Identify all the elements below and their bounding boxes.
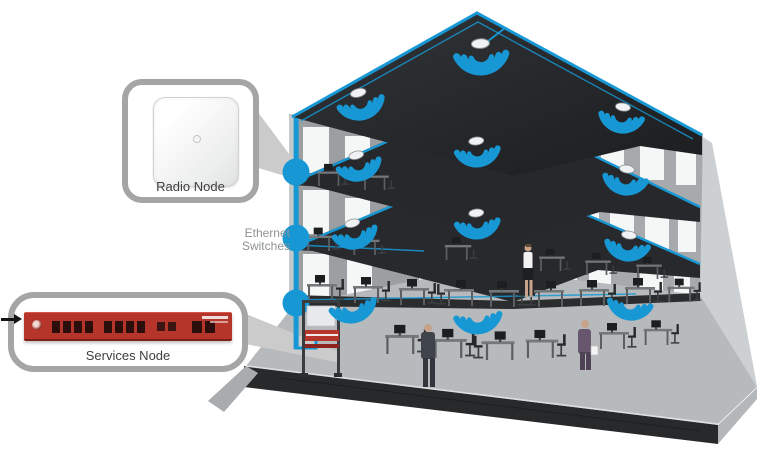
radio-node-callout: Radio Node [122,79,259,203]
brand-mark [202,316,228,319]
services-node-device [24,312,232,341]
ethernet-switches-label-line2: Switches [241,239,290,253]
uplink-ports-icon [192,321,216,333]
ethernet-switches-label: Ethernet Switches [178,227,290,253]
person-second-floor [522,244,534,297]
roof-slab [292,12,702,176]
brand-mark [210,321,228,323]
ethernet-switches-label-line1: Ethernet [244,226,290,240]
services-node-connector-wedge [246,314,340,363]
radio-node-logo-icon [193,134,201,143]
person-ground-floor-right [578,320,599,370]
ethernet-ports-icon [52,321,96,333]
services-node-label: Services Node [85,348,171,363]
ethernet-ports-icon [104,321,148,333]
ethernet-switch-node [282,158,310,186]
roof-cable-trim [291,11,703,137]
ceiling-slab-2 [293,168,700,302]
radio-node-label: Radio Node [156,179,225,194]
equipment-rack [300,300,342,377]
corner-column [289,114,297,308]
sfp-ports-icon [157,322,177,331]
services-node-callout: Services Node [8,292,248,372]
person-ground-floor [421,324,435,387]
base-platform [208,365,757,444]
radio-node-device [153,97,239,187]
services-node-logo-icon [32,320,42,330]
radio-node-connector-wedge [252,104,298,180]
ethernet-switch-node [282,224,310,252]
services-node-arrow-icon [1,314,22,324]
